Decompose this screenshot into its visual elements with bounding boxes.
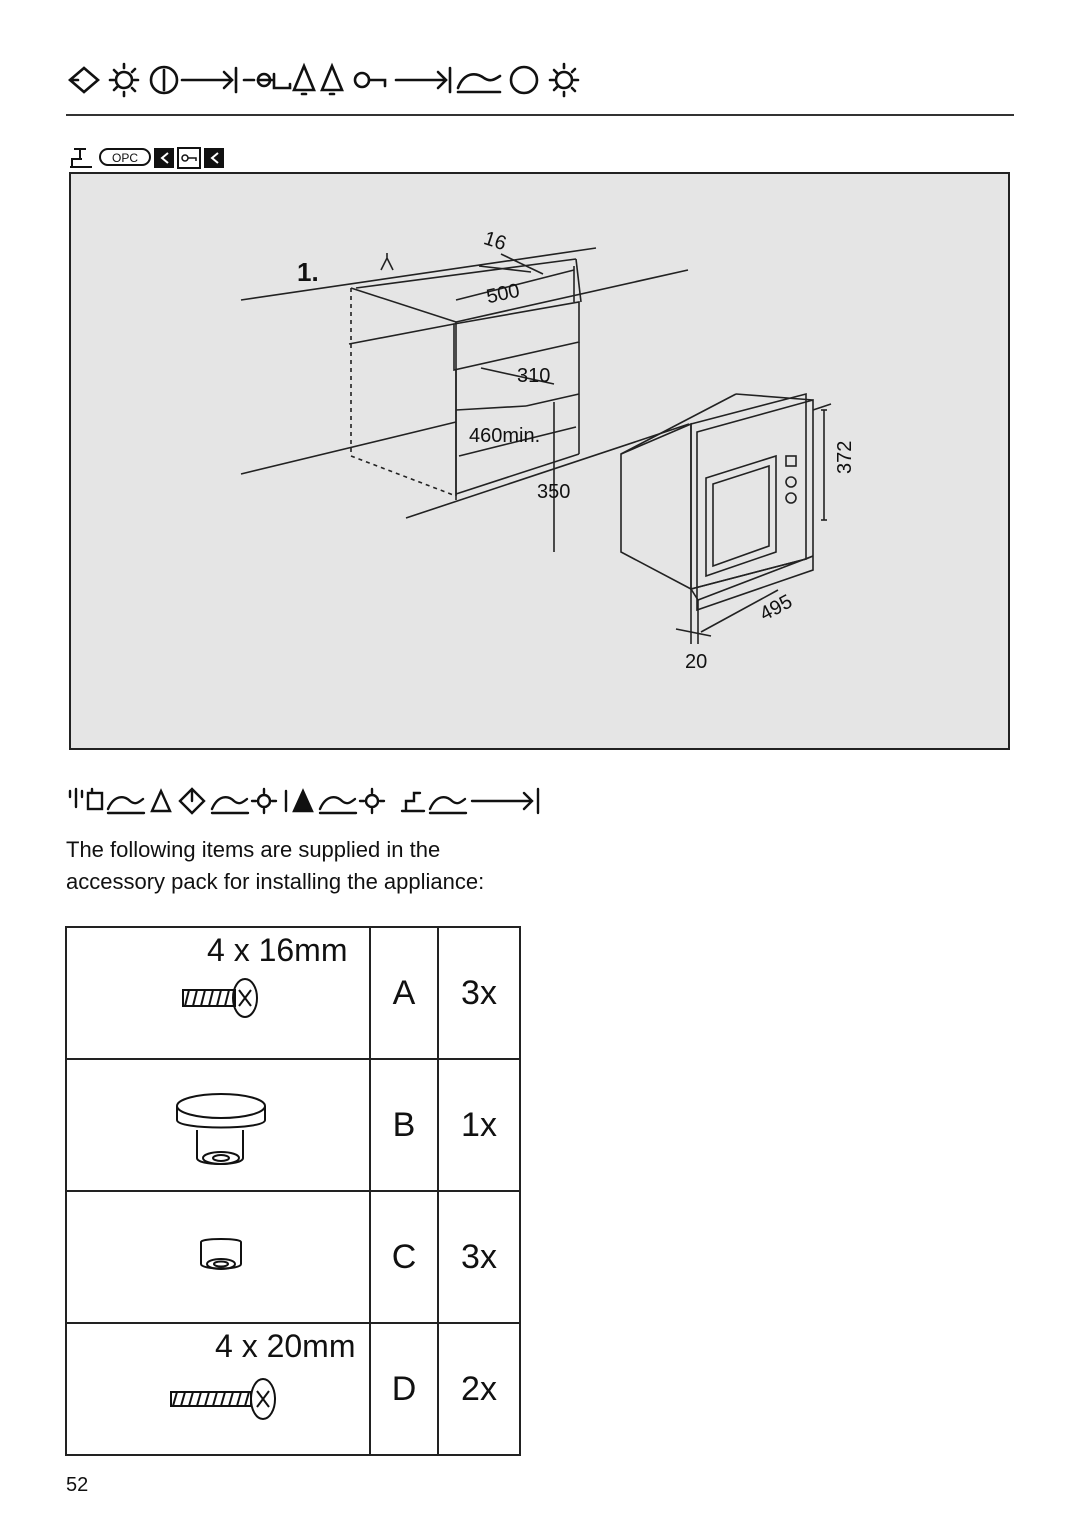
screw-icon: [170, 1378, 276, 1420]
accessory-table: 4 x 16mm A 3x: [65, 926, 521, 1456]
dim-opening-height: 350: [537, 481, 570, 503]
section-heading-glyphs: [68, 787, 540, 815]
svg-text:OPC: OPC: [112, 151, 138, 165]
accessory-count: 1x: [437, 1058, 521, 1192]
subheading-glyphs: OPC: [70, 147, 224, 169]
dim-opening-depth: 310: [517, 365, 550, 387]
installation-diagram: 1. 16 500 310 460min. 350 372 495 20: [69, 172, 1010, 750]
accessory-size: 4 x 20mm: [215, 1328, 356, 1364]
spacer-cap-icon: [176, 1093, 266, 1165]
accessory-letter: C: [369, 1190, 439, 1324]
dim-depth-top: 16: [481, 227, 509, 255]
accessory-letter: B: [369, 1058, 439, 1192]
accessory-size: 4 x 16mm: [207, 932, 348, 968]
dim-appliance-depth: 495: [756, 590, 796, 625]
installation-drawing: 1. 16 500 310 460min. 350 372 495 20: [240, 227, 856, 673]
accessory-count: 2x: [437, 1322, 521, 1456]
accessory-image-cell: 4 x 16mm: [65, 926, 371, 1060]
accessory-image-cell: 4 x 20mm: [65, 1322, 371, 1456]
table-row: B 1x: [65, 1058, 521, 1192]
table-row: C 3x: [65, 1190, 521, 1324]
table-row: 4 x 20mm D 2x: [65, 1322, 521, 1456]
accessory-letter: A: [369, 926, 439, 1060]
accessory-count: 3x: [437, 926, 521, 1060]
page-number: 52: [66, 1474, 89, 1496]
dim-appliance-height: 372: [834, 441, 856, 474]
accessory-image-cell: [65, 1190, 371, 1324]
screw-icon: [182, 978, 258, 1018]
step-label: 1.: [297, 257, 319, 287]
dim-width: 500: [485, 280, 522, 308]
accessory-intro-text: The following items are supplied in the …: [66, 837, 485, 894]
accessory-letter: D: [369, 1322, 439, 1456]
dim-min-depth: 460min.: [469, 425, 540, 447]
table-row: 4 x 16mm A 3x: [65, 926, 521, 1060]
accessory-count: 3x: [437, 1190, 521, 1324]
heading-glyphs: [68, 62, 580, 98]
dim-frame-offset: 20: [685, 651, 707, 673]
accessory-image-cell: [65, 1058, 371, 1192]
bushing-icon: [200, 1238, 242, 1270]
heading-divider: [66, 114, 1014, 116]
